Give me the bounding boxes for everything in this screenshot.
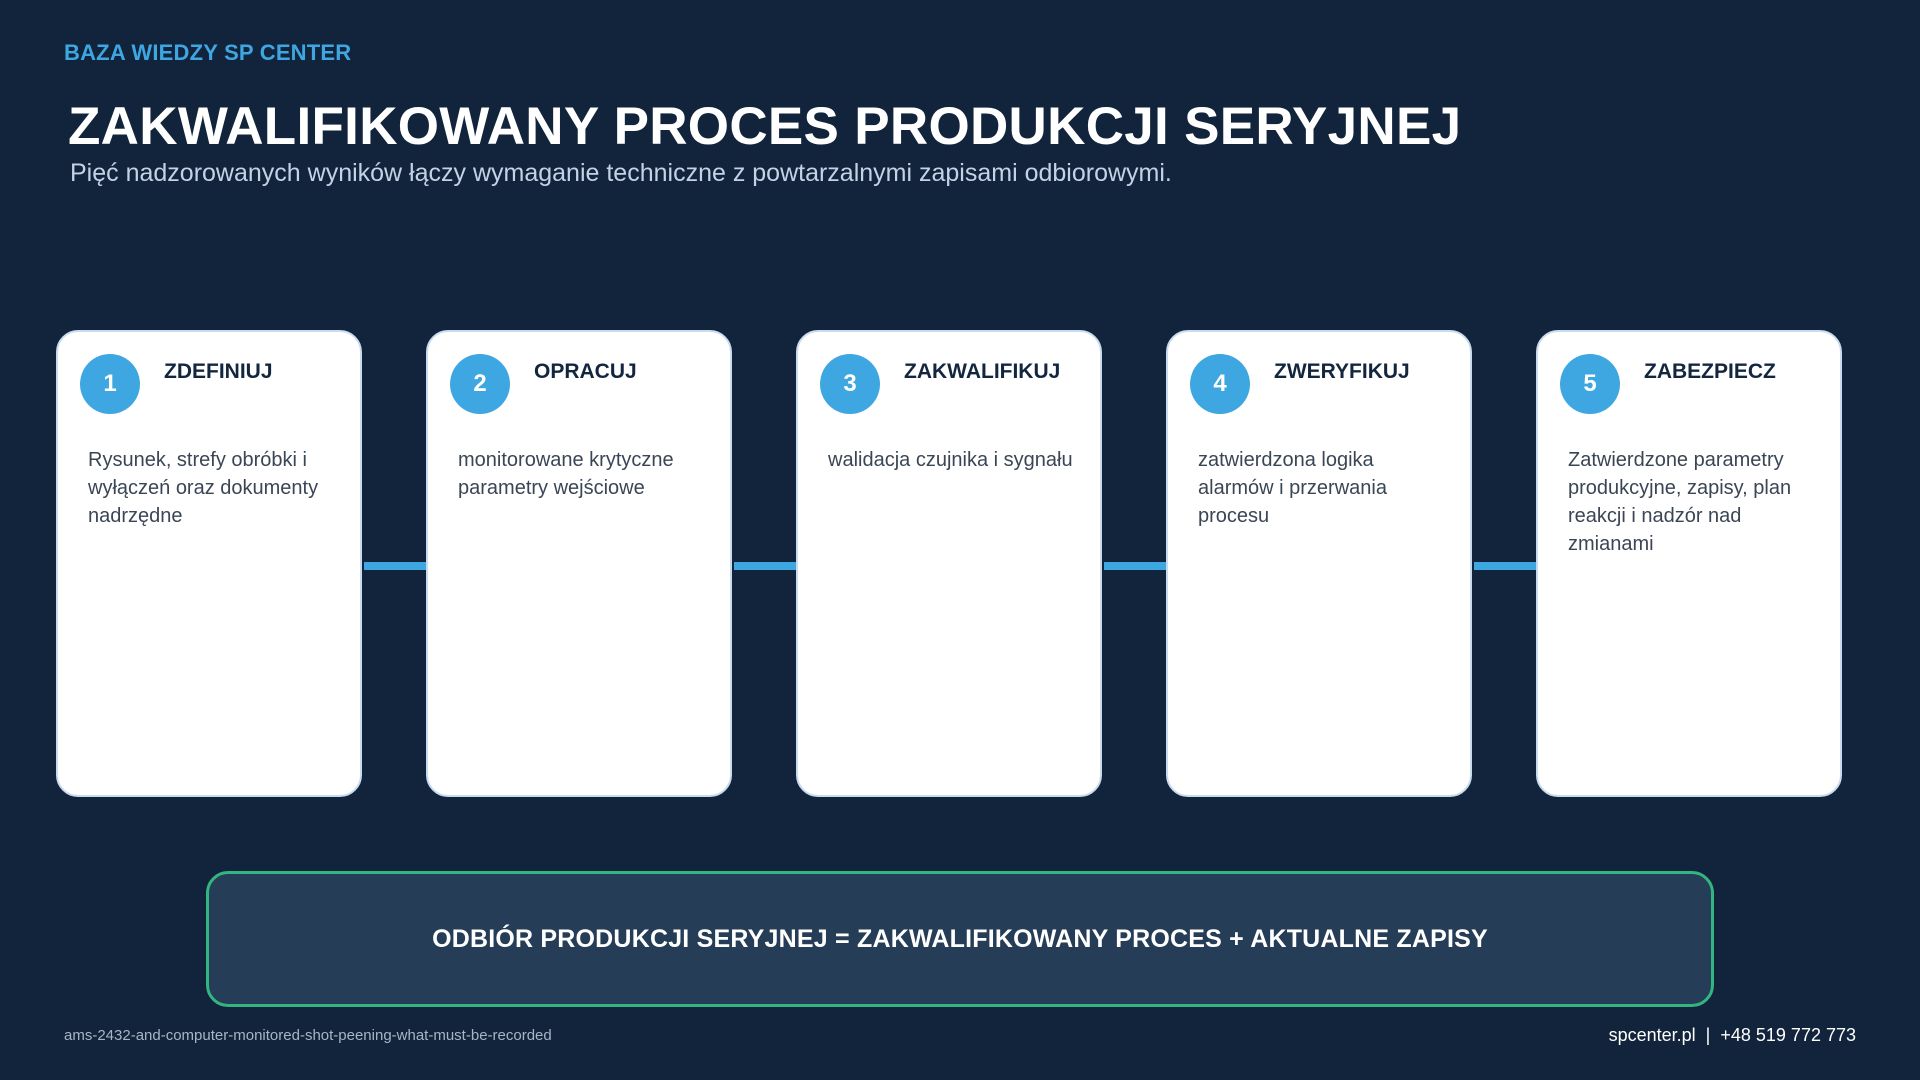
step-number-badge: 2 bbox=[450, 354, 510, 414]
step-number-badge: 3 bbox=[820, 354, 880, 414]
step-card-1: 1 ZDEFINIUJ Rysunek, strefy obróbki i wy… bbox=[56, 330, 362, 797]
footer-separator: | bbox=[1705, 1025, 1711, 1045]
footer-website[interactable]: spcenter.pl bbox=[1608, 1025, 1696, 1045]
footer-phone[interactable]: +48 519 772 773 bbox=[1720, 1025, 1856, 1045]
connector-1-2 bbox=[364, 562, 426, 570]
step-card-2: 2 OPRACUJ monitorowane krytyczne paramet… bbox=[426, 330, 732, 797]
step-number-badge: 4 bbox=[1190, 354, 1250, 414]
step-title: OPRACUJ bbox=[534, 360, 637, 383]
step-description: Rysunek, strefy obróbki i wyłączeń oraz … bbox=[88, 449, 319, 527]
step-number-badge: 1 bbox=[80, 354, 140, 414]
page-title: ZAKWALIFIKOWANY PROCES PRODUKCJI SERYJNE… bbox=[68, 97, 1462, 156]
brand-label: BAZA WIEDZY SP CENTER bbox=[64, 40, 352, 65]
step-number-badge: 5 bbox=[1560, 354, 1620, 414]
footer-contact: spcenter.pl | +48 519 772 773 bbox=[1609, 1025, 1856, 1046]
page-subtitle: Pięć nadzorowanych wyników łączy wymagan… bbox=[70, 159, 1172, 187]
step-title: ZWERYFIKUJ bbox=[1274, 360, 1410, 383]
step-description: monitorowane krytyczne parametry wejścio… bbox=[458, 449, 674, 499]
step-card-5: 5 ZABEZPIECZ Zatwierdzone parametry prod… bbox=[1536, 330, 1842, 797]
connector-4-5 bbox=[1474, 562, 1536, 570]
step-card-3: 3 ZAKWALIFIKUJ walidacja czujnika i sygn… bbox=[796, 330, 1102, 797]
step-description: zatwierdzona logika alarmów i przerwania… bbox=[1198, 449, 1387, 527]
summary-box: ODBIÓR PRODUKCJI SERYJNEJ = ZAKWALIFIKOW… bbox=[206, 871, 1714, 1007]
footer-slug: ams-2432-and-computer-monitored-shot-pee… bbox=[64, 1027, 552, 1044]
summary-text: ODBIÓR PRODUKCJI SERYJNEJ = ZAKWALIFIKOW… bbox=[432, 924, 1488, 953]
step-description: Zatwierdzone parametry produkcyjne, zapi… bbox=[1568, 449, 1792, 555]
step-title: ZAKWALIFIKUJ bbox=[904, 360, 1061, 383]
step-card-4: 4 ZWERYFIKUJ zatwierdzona logika alarmów… bbox=[1166, 330, 1472, 797]
step-title: ZDEFINIUJ bbox=[164, 360, 273, 383]
connector-3-4 bbox=[1104, 562, 1166, 570]
step-title: ZABEZPIECZ bbox=[1644, 360, 1776, 383]
connector-2-3 bbox=[734, 562, 796, 570]
step-description: walidacja czujnika i sygnału bbox=[828, 449, 1073, 471]
